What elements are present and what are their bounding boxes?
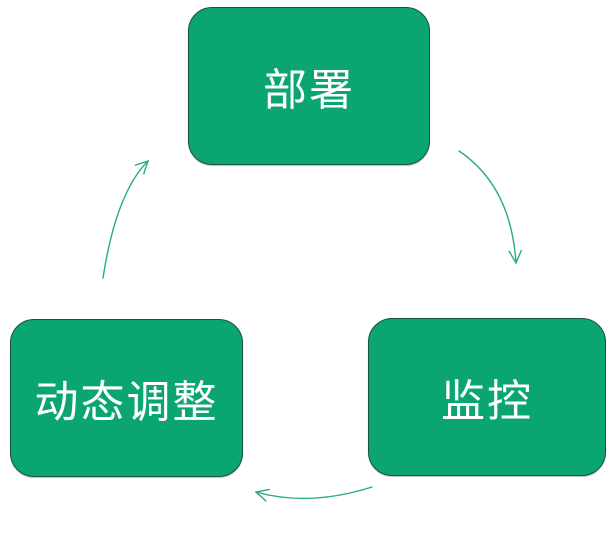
node-adjust: 动态调整 bbox=[10, 319, 243, 477]
node-deploy: 部署 bbox=[188, 7, 430, 165]
node-monitor-label: 监控 bbox=[441, 377, 533, 426]
node-monitor: 监控 bbox=[368, 318, 606, 476]
arrow-monitor-to-adjust-icon bbox=[254, 486, 373, 502]
node-adjust-label: 动态调整 bbox=[34, 378, 219, 427]
node-deploy-label: 部署 bbox=[263, 66, 355, 115]
arrow-deploy-to-monitor-icon bbox=[458, 150, 522, 265]
arrow-adjust-to-deploy-icon bbox=[102, 159, 150, 279]
